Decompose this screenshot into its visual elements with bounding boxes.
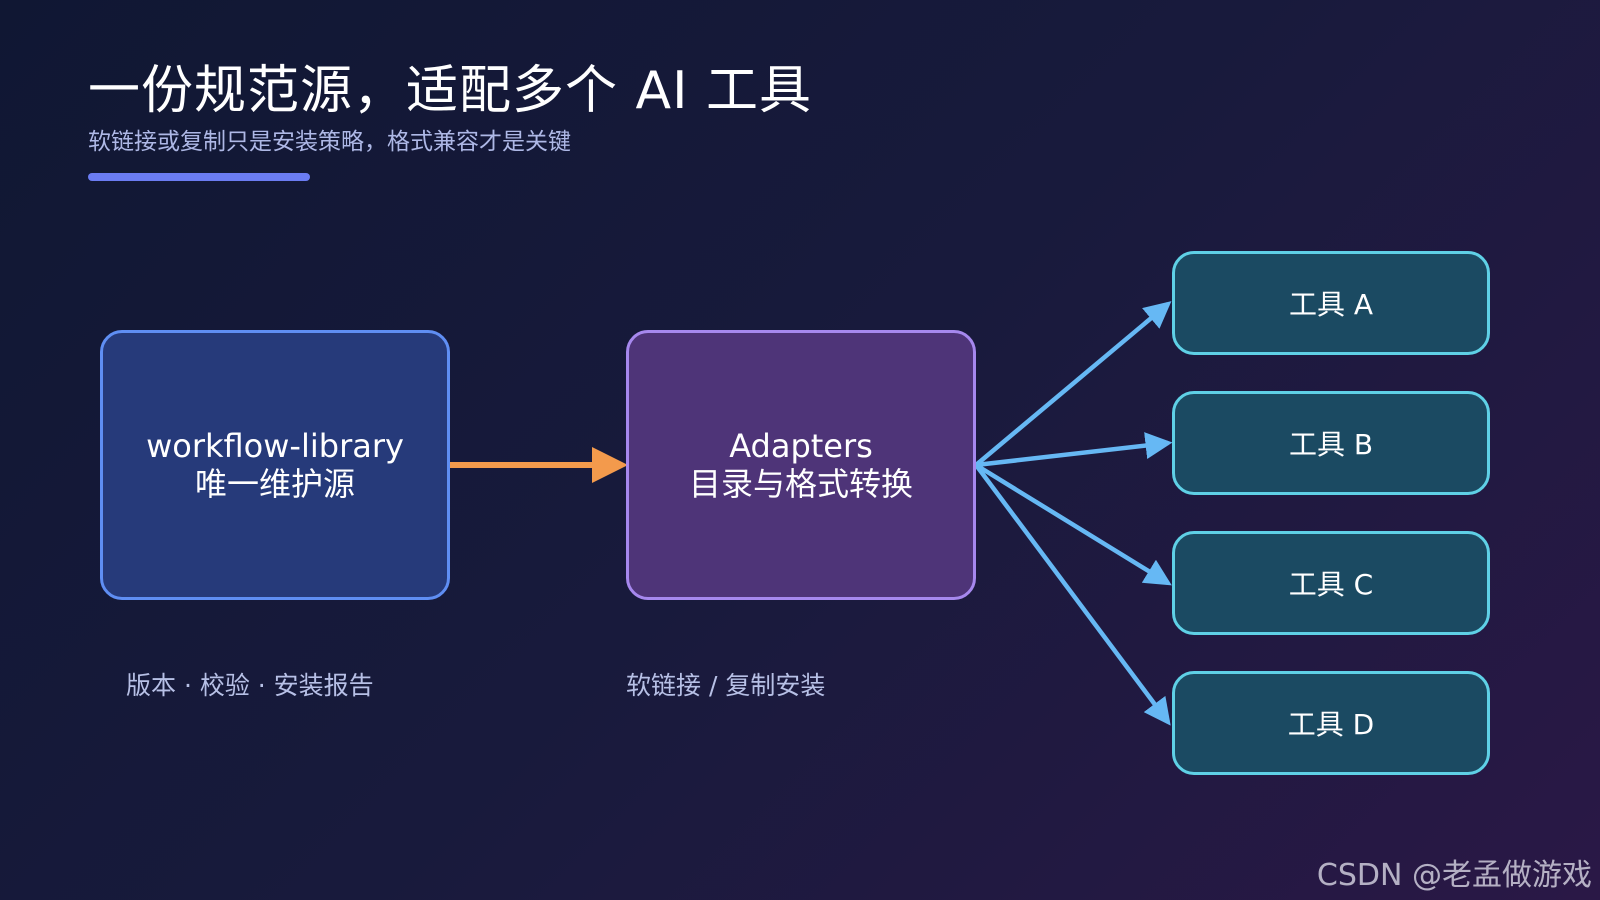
adapters-description: 目录与格式转换 — [688, 465, 913, 503]
tool-b-label: 工具 B — [1288, 428, 1374, 461]
csdn-watermark: CSDN @老孟做游戏 — [1316, 858, 1592, 893]
tool-d-label: 工具 D — [1287, 708, 1375, 741]
source-library-box: workflow-library 唯一维护源 — [100, 330, 450, 600]
page-subtitle: 软链接或复制只是安装策略，格式兼容才是关键 — [88, 129, 571, 155]
source-library-description: 唯一维护源 — [194, 465, 355, 503]
arrow-adapter-to-tool-c — [974, 463, 1172, 586]
adapters-name: Adapters — [729, 427, 873, 465]
adapter-caption: 软链接 / 复制安装 — [626, 671, 826, 700]
tool-c-box: 工具 C — [1172, 531, 1490, 635]
arrow-adapter-to-tool-b — [975, 432, 1173, 468]
tool-b-box: 工具 B — [1172, 391, 1490, 495]
source-library-name: workflow-library — [146, 427, 404, 465]
tool-c-label: 工具 C — [1288, 568, 1374, 601]
source-caption: 版本 · 校验 · 安装报告 — [126, 671, 374, 700]
page-title: 一份规范源，适配多个 AI 工具 — [88, 61, 812, 121]
title-accent-bar — [88, 173, 310, 181]
arrow-adapter-to-tool-d — [974, 463, 1171, 726]
adapters-box: Adapters 目录与格式转换 — [626, 330, 976, 600]
arrow-adapter-to-tool-a — [974, 301, 1172, 467]
tool-a-label: 工具 A — [1288, 288, 1374, 321]
tool-d-box: 工具 D — [1172, 671, 1490, 775]
tool-a-box: 工具 A — [1172, 251, 1490, 355]
